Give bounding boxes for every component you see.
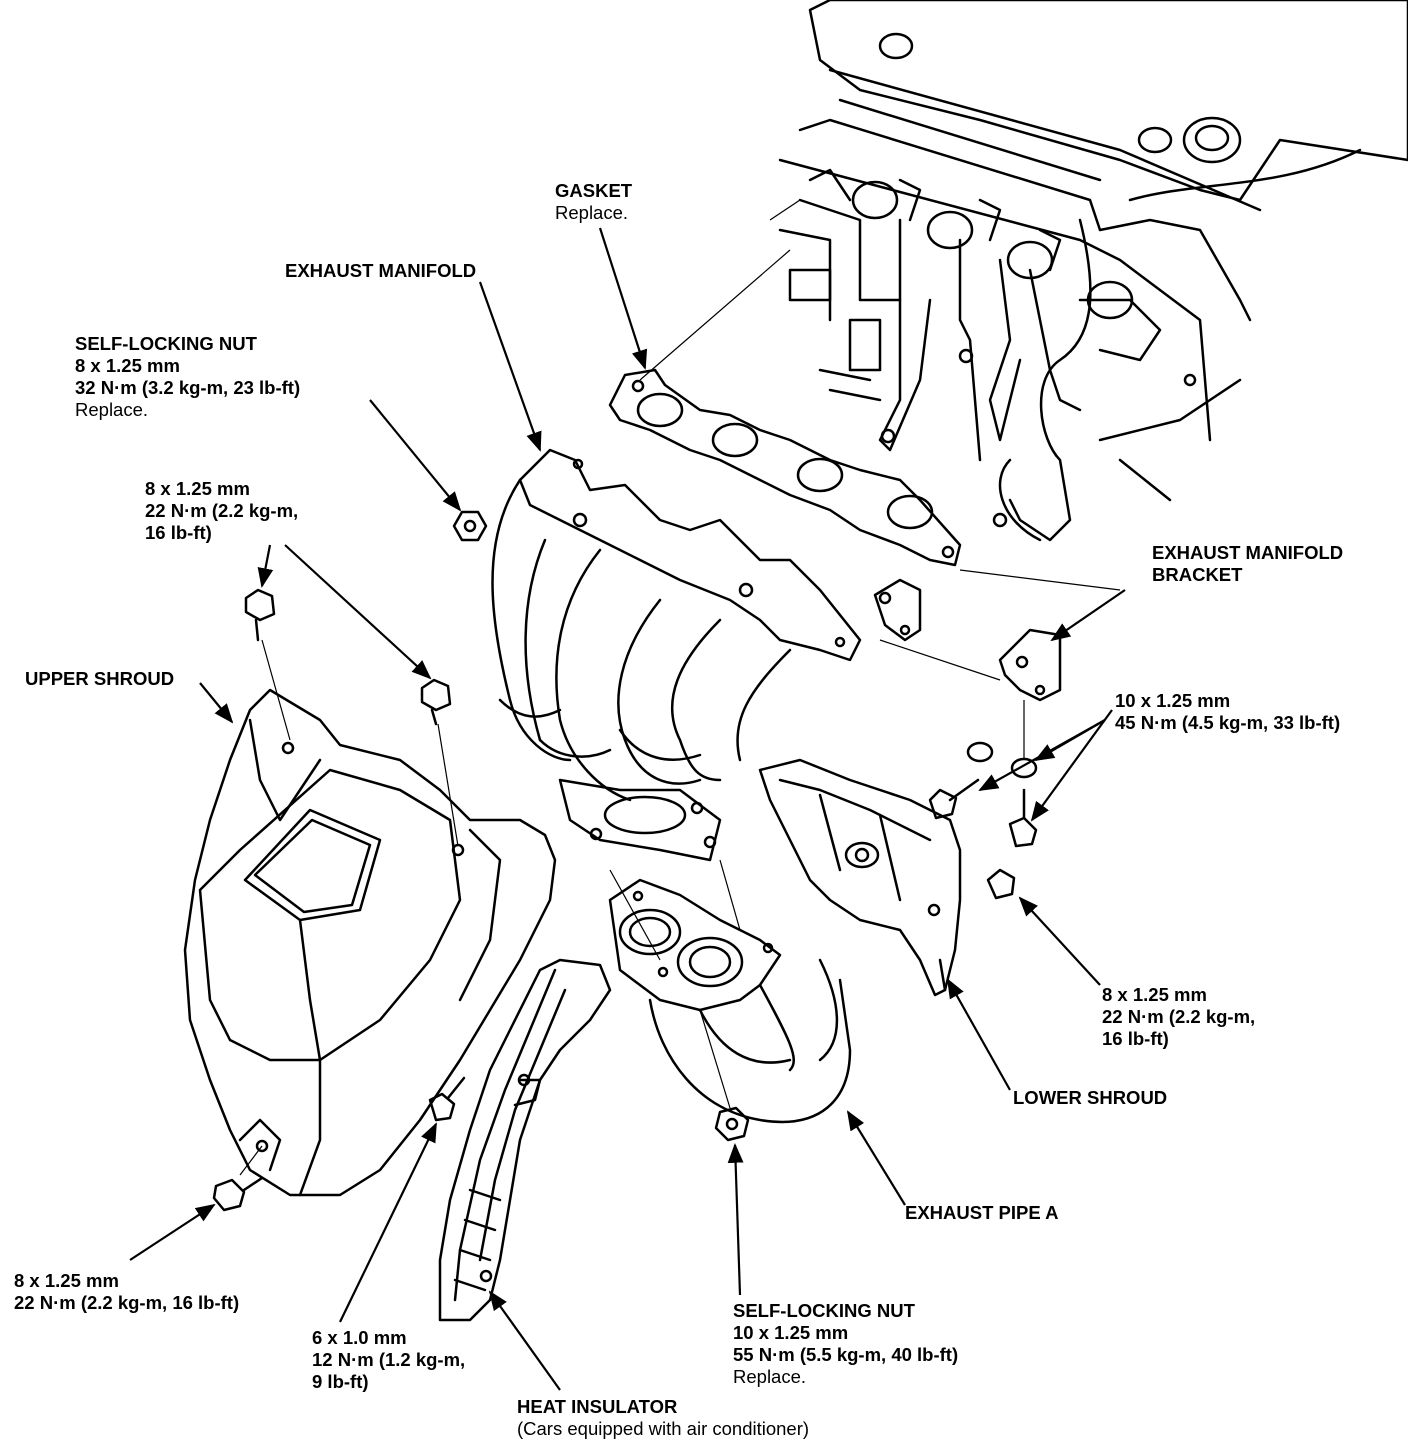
label-shroud-bottom-bolt: 8 x 1.25 mm 22 N·m (2.2 kg-m, 16 lb-ft) (14, 1270, 239, 1314)
nut-upper-note: Replace. (75, 399, 149, 420)
engine-block (778, 0, 1408, 542)
gasket-title: GASKET (555, 180, 633, 201)
leader-arrows (129, 227, 1126, 1391)
bracket-bolt-torque: 45 N·m (4.5 kg-m, 33 lb-ft) (1115, 712, 1341, 733)
bracket-title-1: EXHAUST MANIFOLD (1152, 542, 1344, 563)
gasket (608, 368, 962, 567)
heat-insulator (438, 958, 612, 1322)
exhaust-pipe-a-title: EXHAUST PIPE A (905, 1202, 1059, 1223)
label-exhaust-pipe-a: EXHAUST PIPE A (905, 1202, 1059, 1224)
lower-shroud-title: LOWER SHROUD (1013, 1087, 1168, 1108)
label-manifold-bracket: EXHAUST MANIFOLD BRACKET (1152, 542, 1343, 586)
shroud-bottom-bolt-torque: 22 N·m (2.2 kg-m, 16 lb-ft) (14, 1292, 240, 1313)
lower-bolt-torque-1: 22 N·m (2.2 kg-m, (1102, 1006, 1256, 1027)
lower-bolt-size: 8 x 1.25 mm (1102, 984, 1207, 1005)
label-lower-shroud: LOWER SHROUD (1013, 1087, 1167, 1109)
nut-lower-title: SELF-LOCKING NUT (733, 1300, 915, 1321)
label-exhaust-manifold: EXHAUST MANIFOLD (285, 260, 476, 282)
heat-insulator-note: (Cars equipped with air conditioner) (517, 1418, 810, 1439)
bracket-title-2: BRACKET (1152, 564, 1243, 585)
nut-upper-title: SELF-LOCKING NUT (75, 333, 257, 354)
label-heat-insulator: HEAT INSULATOR (Cars equipped with air c… (517, 1396, 809, 1440)
label-upper-shroud-bolts: 8 x 1.25 mm 22 N·m (2.2 kg-m, 16 lb-ft) (145, 478, 298, 544)
exhaust-manifold-title: EXHAUST MANIFOLD (285, 260, 477, 281)
upper-bolt-torque-2: 16 lb-ft) (145, 522, 212, 543)
lower-bolt-torque-2: 16 lb-ft) (1102, 1028, 1169, 1049)
label-lower-shroud-bolt: 8 x 1.25 mm 22 N·m (2.2 kg-m, 16 lb-ft) (1102, 984, 1255, 1050)
heat-insulator-title: HEAT INSULATOR (517, 1396, 678, 1417)
exhaust-manifold-bracket (873, 578, 1062, 702)
nut-lower-size: 10 x 1.25 mm (733, 1322, 849, 1343)
fasteners (212, 510, 1038, 1212)
upper-shroud (183, 688, 557, 1197)
label-insulator-bolt: 6 x 1.0 mm 12 N·m (1.2 kg-m, 9 lb-ft) (312, 1327, 465, 1393)
upper-bolt-size: 8 x 1.25 mm (145, 478, 250, 499)
bracket-bolt-size: 10 x 1.25 mm (1115, 690, 1231, 711)
nut-upper-size: 8 x 1.25 mm (75, 355, 180, 376)
insulator-bolt-torque-2: 9 lb-ft) (312, 1371, 369, 1392)
nut-lower-note: Replace. (733, 1366, 807, 1387)
label-gasket: GASKET Replace. (555, 180, 632, 224)
upper-shroud-title: UPPER SHROUD (25, 668, 175, 689)
exhaust-manifold (491, 448, 862, 862)
label-self-locking-nut-upper: SELF-LOCKING NUT 8 x 1.25 mm 32 N·m (3.2… (75, 333, 300, 421)
shroud-bottom-bolt-size: 8 x 1.25 mm (14, 1270, 119, 1291)
upper-bolt-torque-1: 22 N·m (2.2 kg-m, (145, 500, 299, 521)
lower-shroud (758, 758, 962, 997)
nut-lower-torque: 55 N·m (5.5 kg-m, 40 lb-ft) (733, 1344, 959, 1365)
exhaust-pipe-a (608, 878, 852, 1124)
gasket-note: Replace. (555, 202, 629, 223)
alignment-lines (239, 199, 1121, 1176)
label-self-locking-nut-lower: SELF-LOCKING NUT 10 x 1.25 mm 55 N·m (5.… (733, 1300, 958, 1388)
insulator-bolt-torque-1: 12 N·m (1.2 kg-m, (312, 1349, 466, 1370)
label-bracket-bolts: 10 x 1.25 mm 45 N·m (4.5 kg-m, 33 lb-ft) (1115, 690, 1340, 734)
insulator-bolt-size: 6 x 1.0 mm (312, 1327, 407, 1348)
nut-upper-torque: 32 N·m (3.2 kg-m, 23 lb-ft) (75, 377, 301, 398)
label-upper-shroud: UPPER SHROUD (25, 668, 174, 690)
